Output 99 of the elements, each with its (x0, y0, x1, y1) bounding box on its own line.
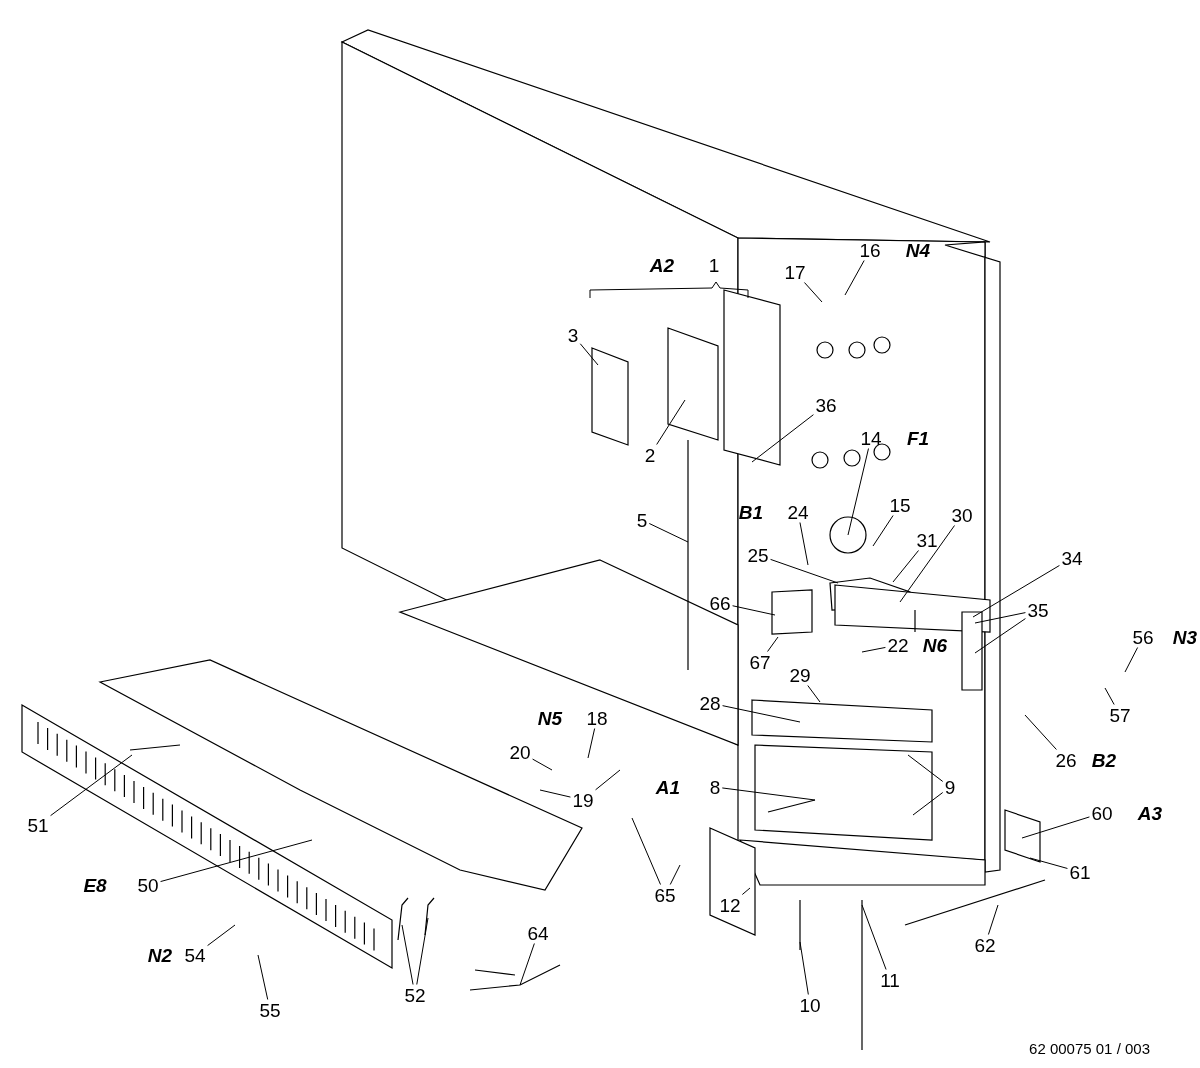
designation-label: A3 (1137, 803, 1163, 823)
callout-number: 65 (654, 885, 676, 905)
callout-number: 9 (944, 777, 956, 797)
designation-label: B2 (1091, 750, 1117, 770)
leader-line (1104, 687, 1115, 705)
leader-line (799, 522, 809, 566)
callout-number: 11 (880, 970, 900, 990)
callout-number: 51 (27, 815, 49, 835)
callout-number: 61 (1069, 862, 1091, 882)
designation-label: F1 (906, 428, 930, 448)
leader-line (872, 515, 894, 547)
callout-number: 14 (860, 428, 882, 448)
leader-line (587, 728, 596, 759)
leader-line (767, 636, 779, 652)
leader-line (207, 924, 236, 947)
callout-number: 50 (137, 875, 159, 895)
callout-number: 67 (749, 652, 771, 672)
callout-number: 56 (1132, 627, 1154, 647)
callout-number: 12 (719, 895, 741, 915)
leader-line (416, 917, 429, 985)
leader-line (1029, 857, 1068, 869)
leader-line (648, 523, 689, 543)
leader-line (669, 864, 681, 885)
callout-number: 22 (887, 635, 909, 655)
callout-number: 3 (567, 325, 579, 345)
leader-line (741, 887, 751, 895)
callout-number: 24 (787, 502, 809, 522)
callout-number: 35 (1027, 600, 1049, 620)
leader-line (807, 685, 821, 703)
callout-number: 5 (636, 510, 648, 530)
leader-line (519, 943, 535, 986)
designation-label: N6 (922, 635, 948, 655)
drawing-number: 62 00075 01 / 003 (1029, 1040, 1150, 1058)
callout-number: 20 (509, 742, 531, 762)
designation-label: N4 (905, 240, 931, 260)
callout-number: 10 (799, 995, 821, 1015)
leader-line (987, 904, 999, 935)
leader-line (861, 904, 887, 970)
leader-line (974, 618, 1026, 654)
designation-label: E8 (83, 875, 107, 895)
leader-line (401, 924, 414, 985)
callout-number: 55 (259, 1000, 281, 1020)
callout-number: 18 (586, 708, 608, 728)
leader-line (656, 399, 686, 445)
callout-number: 36 (815, 395, 837, 415)
leader-line (799, 941, 809, 995)
leader-line (972, 565, 1060, 618)
leader-line (595, 769, 621, 791)
designation-label: B1 (738, 502, 764, 522)
callout-number: 16 (859, 240, 881, 260)
leader-line (539, 789, 571, 798)
designation-label: N3 (1172, 627, 1198, 647)
leader-line (532, 758, 553, 771)
callout-number: 66 (709, 593, 731, 613)
leader-line (631, 817, 661, 885)
callout-number: 52 (404, 985, 426, 1005)
callout-number: 2 (644, 445, 656, 465)
leader-line (974, 612, 1026, 624)
leader-line (770, 558, 839, 584)
leader-line (751, 414, 814, 463)
leader-line (912, 792, 944, 816)
leader-line (257, 954, 269, 1000)
callout-number: 31 (916, 530, 938, 550)
leader-line (1024, 714, 1057, 750)
leader-line (721, 787, 816, 801)
callout-number: 26 (1055, 750, 1077, 770)
designation-label: A2 (649, 255, 675, 275)
callout-number: 34 (1061, 548, 1083, 568)
callout-number: 29 (789, 665, 811, 685)
callout-number: 1 (708, 255, 720, 275)
callout-number: 54 (184, 945, 206, 965)
leader-line (732, 605, 776, 616)
leader-line (847, 448, 869, 536)
leader-line (1124, 647, 1139, 673)
callout-number: 19 (572, 790, 594, 810)
callout-number: 15 (889, 495, 911, 515)
leader-line (892, 550, 919, 583)
callout-number: 57 (1109, 705, 1131, 725)
leader-line (861, 646, 886, 653)
leader-line (803, 282, 823, 303)
leader-line (844, 260, 865, 296)
callout-number: 25 (747, 545, 769, 565)
callout-number: 60 (1091, 803, 1113, 823)
leader-line (160, 839, 313, 883)
callout-number: 62 (974, 935, 996, 955)
designation-label: A1 (655, 777, 681, 797)
designation-label: N2 (147, 945, 173, 965)
callout-number: 30 (951, 505, 973, 525)
leader-line (907, 754, 944, 782)
leader-line (1021, 816, 1090, 839)
leader-line (899, 525, 955, 603)
callout-number: 64 (527, 923, 549, 943)
leader-line (722, 705, 801, 723)
callout-number: 17 (784, 262, 806, 282)
callout-number: 28 (699, 693, 721, 713)
leader-line (579, 343, 599, 366)
designation-label: N5 (537, 708, 563, 728)
callout-number: 8 (709, 777, 721, 797)
leader-line (50, 754, 133, 817)
